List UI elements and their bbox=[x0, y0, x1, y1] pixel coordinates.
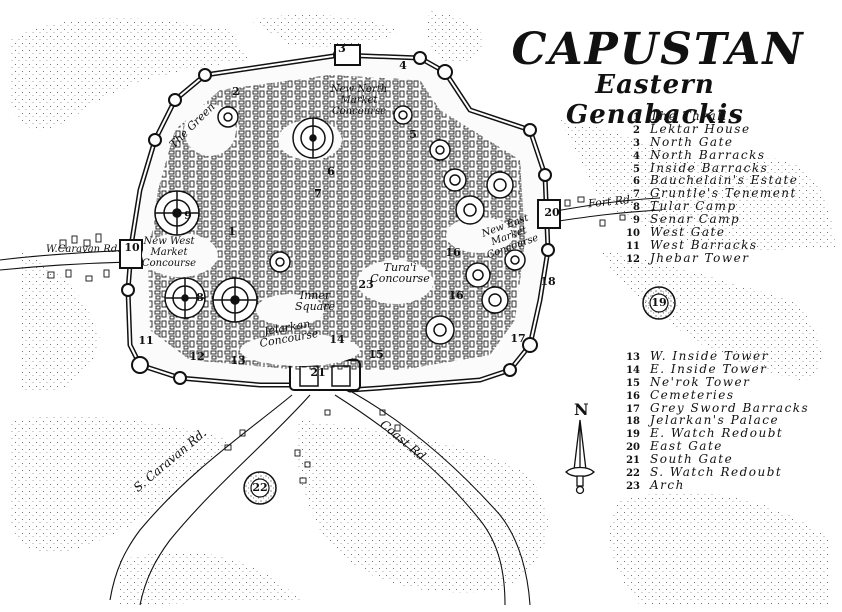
marker-16b: 16 bbox=[448, 289, 464, 302]
map-subtitle: Eastern Genabackis bbox=[566, 70, 744, 130]
label-turai-concourse: Tura'i Concourse bbox=[370, 261, 430, 285]
outer-structures bbox=[47, 196, 676, 505]
label-new-west-market: New West Market Concourse bbox=[141, 236, 196, 269]
marker-11: 11 bbox=[138, 334, 154, 347]
marker-12: 12 bbox=[189, 350, 205, 363]
map-title: CAPUSTAN bbox=[511, 24, 805, 75]
marker-19: 19 bbox=[651, 296, 667, 309]
marker-10: 10 bbox=[124, 241, 140, 254]
marker-13: 13 bbox=[230, 354, 246, 367]
marker-21: 21 bbox=[310, 366, 326, 379]
marker-23: 23 bbox=[358, 278, 374, 291]
terrain-stipple bbox=[10, 10, 835, 605]
label-west-caravan-road: W.Caravan Rd. bbox=[46, 244, 121, 255]
marker-14: 14 bbox=[329, 333, 345, 346]
marker-20: 20 bbox=[544, 206, 560, 219]
marker-17: 17 bbox=[510, 332, 526, 345]
label-new-north-market: New North Market Concourse bbox=[330, 84, 388, 117]
camp-wheels bbox=[154, 105, 526, 345]
marker-9: 9 bbox=[184, 209, 192, 222]
marker-16a: 16 bbox=[445, 246, 461, 259]
marker-5: 5 bbox=[409, 128, 417, 141]
marker-8: 8 bbox=[196, 291, 204, 304]
marker-22: 22 bbox=[252, 481, 268, 494]
roads bbox=[0, 197, 663, 606]
north-label: N bbox=[574, 400, 589, 419]
marker-2: 2 bbox=[232, 85, 240, 98]
marker-7: 7 bbox=[314, 187, 322, 200]
marker-15: 15 bbox=[368, 348, 384, 361]
north-arrow bbox=[565, 419, 595, 495]
marker-18: 18 bbox=[540, 275, 556, 288]
marker-6: 6 bbox=[327, 165, 335, 178]
label-inner-square: Inner Square bbox=[295, 289, 335, 313]
marker-1: 1 bbox=[228, 225, 236, 238]
marker-4: 4 bbox=[399, 59, 407, 72]
marker-3: 3 bbox=[338, 42, 346, 55]
